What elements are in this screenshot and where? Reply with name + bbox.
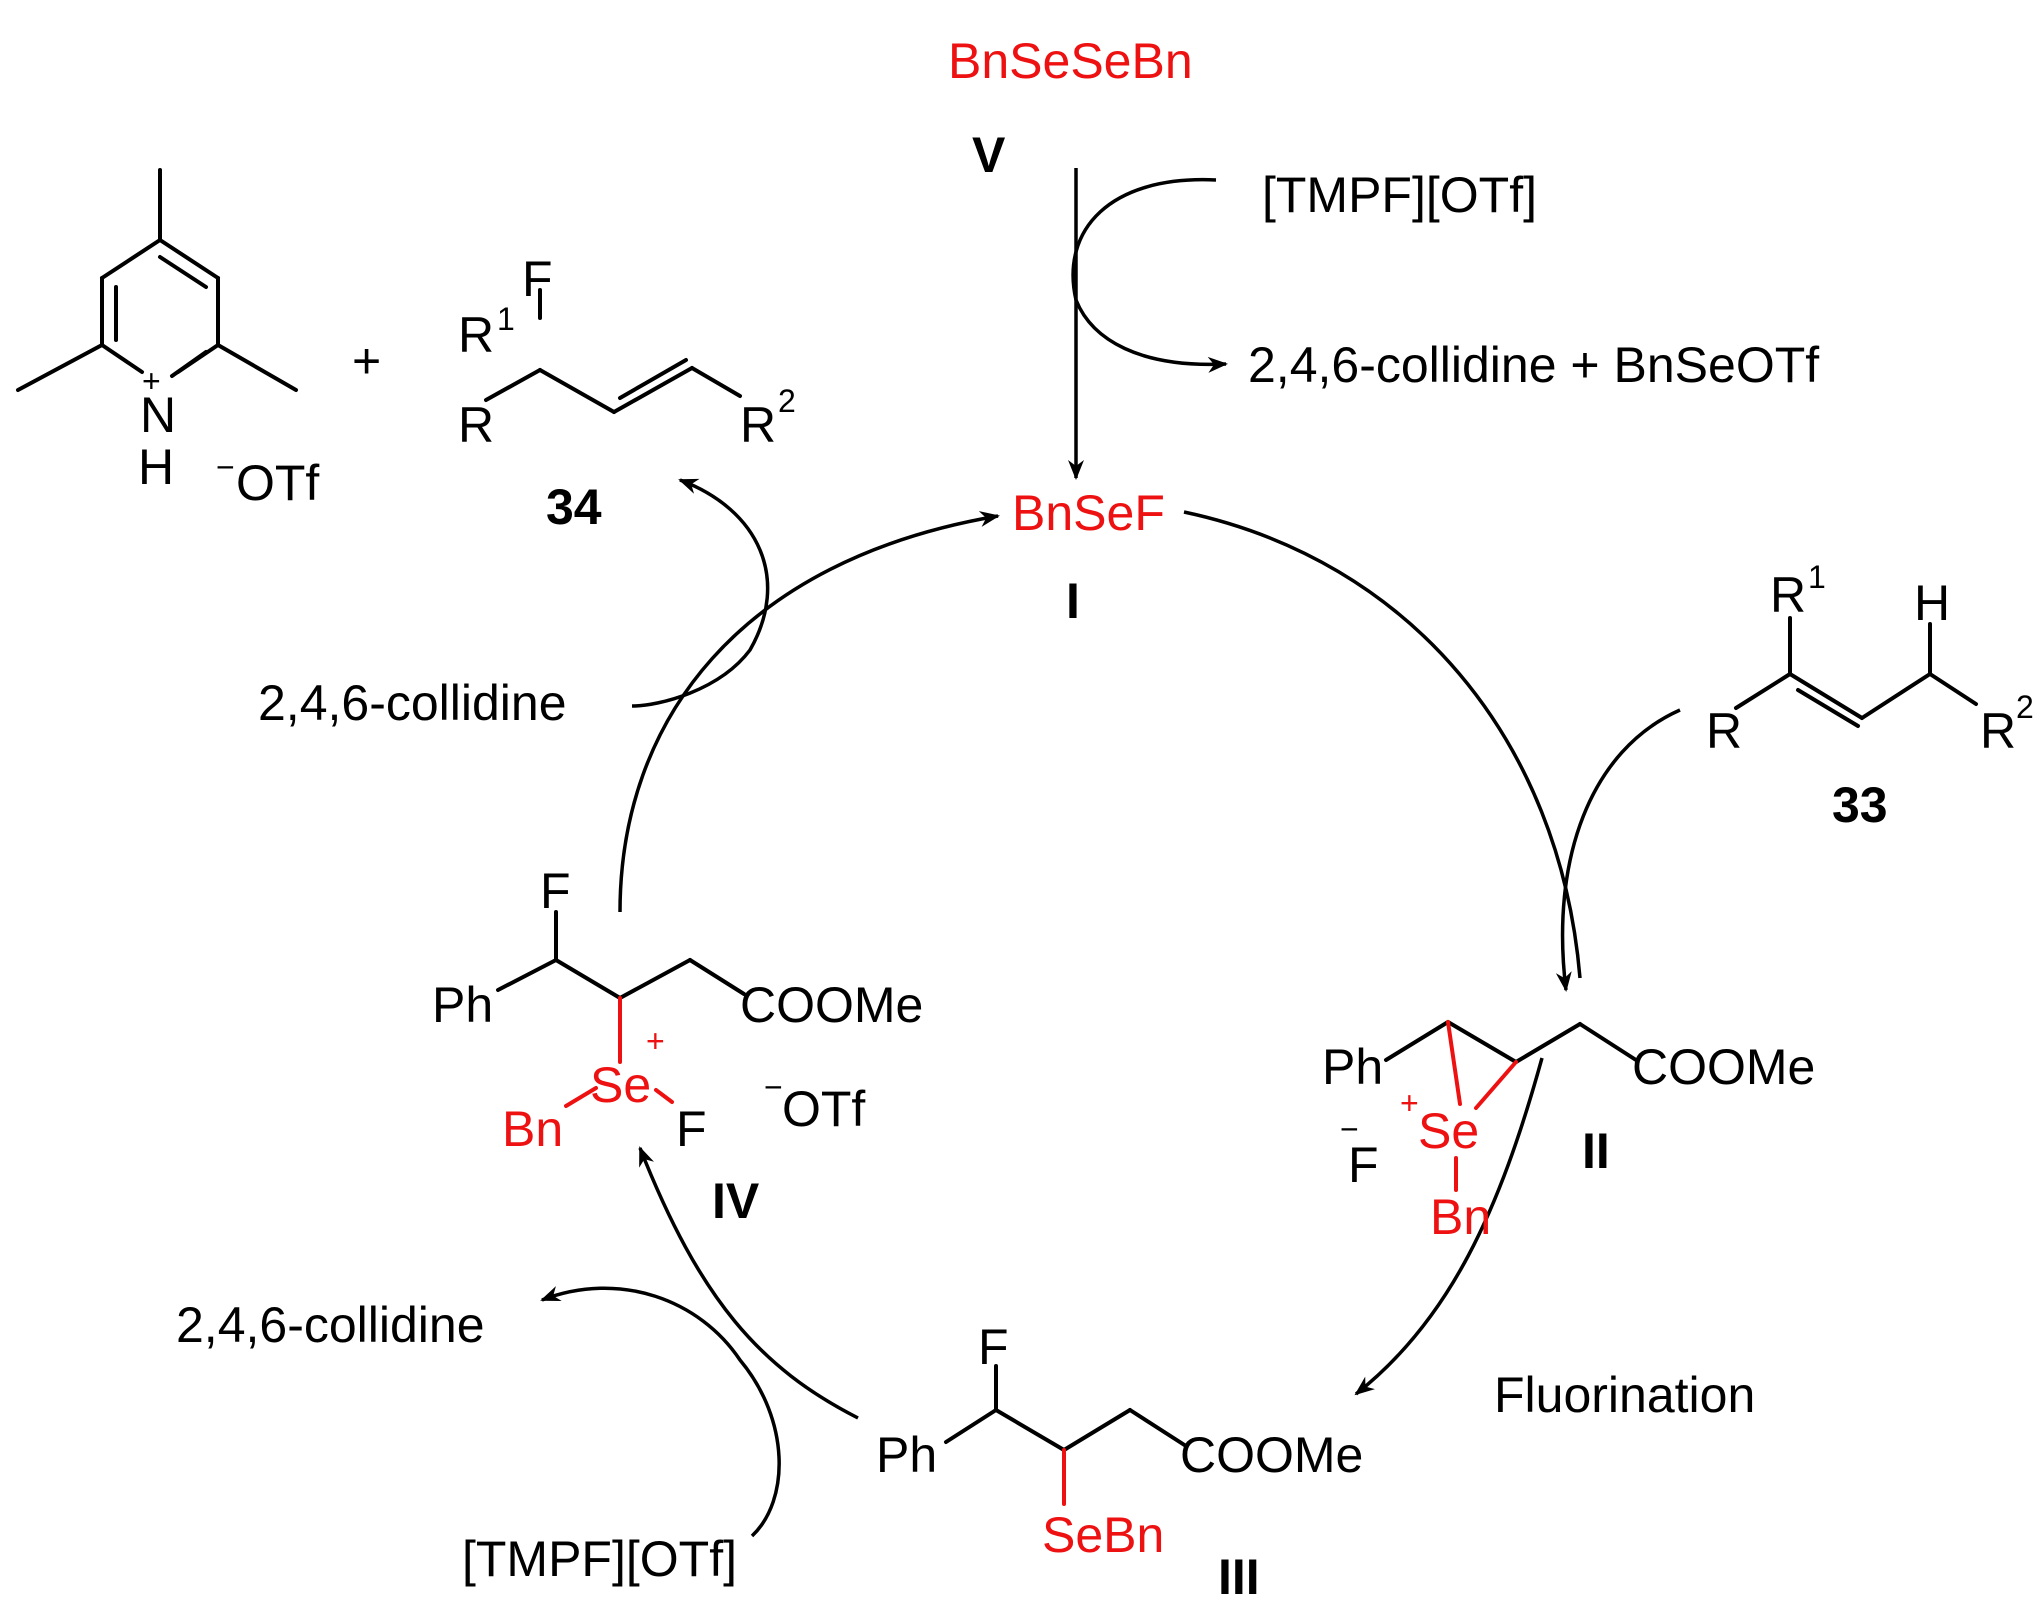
product-34: F R 1 R R 2 34: [458, 251, 796, 535]
cycle-arrow-iii-to-iv: [638, 1146, 859, 1420]
substrate-33: R 1 H R R 2 33: [1706, 559, 2034, 833]
collidinium-plus: +: [142, 363, 161, 399]
intermediate-iv-fluorine-top: F: [540, 863, 571, 919]
intermediate-i-bnsef: BnSeF: [1012, 485, 1165, 541]
tmpf-bottom-label: [TMPF][OTf]: [462, 1531, 737, 1587]
collidinium-anion-minus: −: [216, 449, 235, 485]
substrate-33-label: 33: [1832, 777, 1888, 833]
fluorination-label: Fluorination: [1494, 1367, 1755, 1423]
collidinium-triflate: N + H − OTf: [16, 168, 319, 511]
intermediate-iii-fluorine: F: [978, 1319, 1009, 1375]
substrate-33-r1-sup: 1: [1808, 559, 1826, 595]
intermediate-iv-ester: COOMe: [740, 977, 923, 1033]
intermediate-iii: F Ph COOMe SeBn III: [876, 1319, 1363, 1605]
collidinium-hydrogen: H: [138, 439, 174, 495]
intermediate-iii-ph: Ph: [876, 1427, 937, 1483]
reagent-bnsesebn: BnSeSeBn: [948, 33, 1193, 89]
collidinium-ring-bonds: [16, 168, 298, 392]
intermediate-iv-plus: +: [646, 1023, 665, 1059]
intermediate-iv-otf: OTf: [782, 1081, 865, 1137]
intermediate-iv-minus: −: [764, 1069, 783, 1105]
substrate-33-r1: R: [1770, 567, 1806, 623]
intermediate-iv-se: Se: [590, 1057, 651, 1113]
collidine-bottom-label: 2,4,6-collidine: [176, 1297, 485, 1353]
intermediate-ii-se: Se: [1418, 1103, 1479, 1159]
intermediate-ii-fluoride: F: [1348, 1137, 1379, 1193]
intermediate-i-label: I: [1066, 573, 1080, 629]
intermediate-iii-ester: COOMe: [1180, 1427, 1363, 1483]
product-34-r2: R: [740, 397, 776, 453]
plus-sign: +: [352, 333, 381, 389]
collidinium-nitrogen: N: [140, 387, 176, 443]
substrate-33-r: R: [1706, 703, 1742, 759]
product-34-r1: R: [458, 307, 494, 363]
intermediate-ii-minus: −: [1340, 1111, 1359, 1147]
byproducts-top: 2,4,6-collidine + BnSeOTf: [1248, 337, 1819, 393]
substrate-33-r2-sup: 2: [2016, 689, 2034, 725]
collidinium-anion: OTf: [236, 455, 319, 511]
substrate-33-h: H: [1914, 575, 1950, 631]
intermediate-ii-bn: Bn: [1430, 1189, 1491, 1245]
intermediate-ii-ph: Ph: [1322, 1039, 1383, 1095]
product-34-r2-sup: 2: [778, 383, 796, 419]
arrow-collidine-elimination: [631, 478, 770, 708]
cycle-arrow-ii-to-iii: [1354, 1057, 1544, 1396]
intermediate-iv-ph: Ph: [432, 977, 493, 1033]
product-34-label: 34: [546, 479, 602, 535]
collidine-left-label: 2,4,6-collidine: [258, 675, 567, 731]
intermediate-iii-label: III: [1218, 1549, 1260, 1605]
substrate-33-r2: R: [1980, 703, 2016, 759]
intermediate-iv: F Ph COOMe + Se Bn F − OTf IV: [432, 863, 923, 1229]
intermediate-iv-fluorine-se: F: [676, 1101, 707, 1157]
product-34-r1-sup: 1: [497, 301, 515, 337]
intermediate-iv-label: IV: [712, 1173, 760, 1229]
arrow-tmpf-in-out: [1071, 178, 1228, 373]
arrow-tmpf-bottom: [540, 1286, 781, 1538]
reagent-tmpf-top: [TMPF][OTf]: [1262, 167, 1537, 223]
intermediate-ii-label: II: [1582, 1123, 1610, 1179]
product-34-fluorine: F: [522, 251, 553, 307]
intermediate-iv-bn: Bn: [502, 1101, 563, 1157]
cycle-arrow-iv-to-i: [618, 511, 1000, 913]
intermediate-iii-sebn: SeBn: [1042, 1507, 1164, 1563]
arrow-substrate-addition: [1555, 708, 1681, 992]
intermediate-ii-ester: COOMe: [1632, 1039, 1815, 1095]
intermediate-ii: Ph COOMe + Se Bn − F II: [1322, 1020, 1815, 1245]
cycle-arrow-i-to-ii: [1183, 510, 1582, 979]
product-34-r: R: [458, 397, 494, 453]
reagent-v-label: V: [972, 127, 1006, 183]
intermediate-ii-plus: +: [1400, 1085, 1419, 1121]
